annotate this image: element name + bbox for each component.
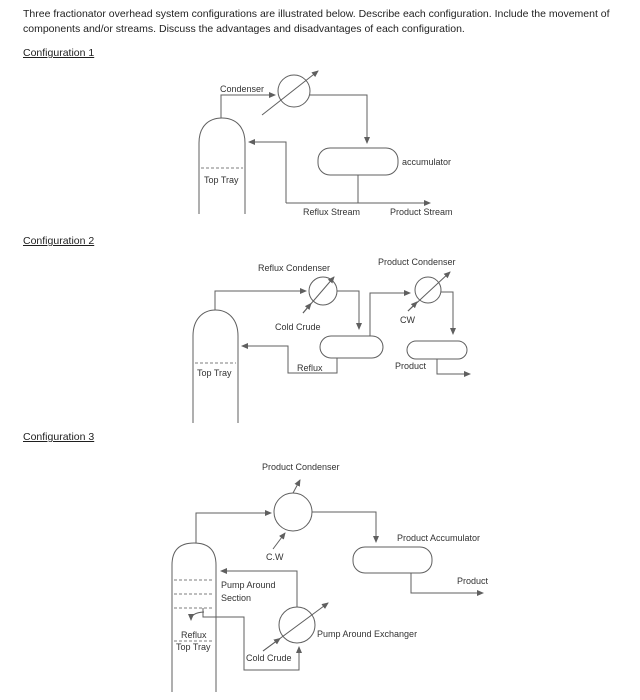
drum-vapor-to-product-condenser-line	[369, 290, 411, 336]
cold-crude-label: Cold Crude	[275, 322, 321, 332]
overhead-vapor-line	[214, 288, 307, 310]
fractionator-column	[171, 542, 217, 692]
config3-diagram: Pump Around Section Reflux Top Tray Prod…	[171, 462, 489, 692]
condenser-symbol	[277, 74, 311, 108]
pump-around-exchanger-symbol	[278, 606, 316, 644]
product-out-line	[436, 359, 471, 377]
reflux-label: Reflux	[297, 363, 323, 373]
config2-diagram: Top Tray Reflux Condenser Cold Crude Pro…	[192, 257, 471, 423]
reflux-label: Reflux	[181, 630, 207, 640]
pump-around-return-line	[220, 568, 298, 607]
product-label: Product	[395, 361, 427, 371]
reflux-condenser-label: Reflux Condenser	[258, 263, 330, 273]
product-accumulator-label: Product Accumulator	[397, 533, 480, 543]
reflux-stream-label: Reflux Stream	[303, 207, 360, 217]
question-text-line1: Three fractionator overhead system confi…	[23, 8, 610, 20]
fractionator-column	[192, 309, 239, 423]
cold-crude-inlet-arrow	[302, 302, 312, 314]
product-condenser-label: Product Condenser	[262, 462, 340, 472]
condenser-coolant-diagonal	[261, 70, 319, 116]
reflux-return-line	[241, 343, 338, 374]
cold-crude-inlet-arrow	[262, 637, 281, 652]
config1-diagram: Top Tray Condenser accumulator Reflux St…	[198, 70, 453, 217]
product-condenser-symbol	[414, 276, 442, 304]
pump-around-section-label-line1: Pump Around	[221, 580, 276, 590]
product-drum-vessel	[406, 340, 468, 360]
question-text: Three fractionator overhead system confi…	[23, 7, 627, 37]
reflux-drum-vessel	[319, 335, 384, 359]
configuration-2-heading: Configuration 2	[23, 235, 95, 247]
accumulator-vessel	[317, 147, 399, 176]
condenser-label: Condenser	[220, 84, 264, 94]
accumulator-label: accumulator	[402, 157, 451, 167]
top-tray-label: Top Tray	[176, 642, 211, 652]
product-stream-label: Product Stream	[390, 207, 453, 217]
product-condenser-symbol	[273, 492, 313, 532]
product-label: Product	[457, 576, 489, 586]
fractionator-column	[198, 117, 246, 214]
cw-inlet-arrow	[407, 301, 418, 312]
cw-label: CW	[400, 315, 415, 325]
reflux-return-line	[248, 139, 287, 203]
condenser-to-reflux-drum-line	[337, 290, 362, 330]
cold-crude-label: Cold Crude	[246, 653, 292, 663]
drawoff-tray-line	[202, 608, 216, 618]
configuration-3-heading: Configuration 3	[23, 431, 95, 443]
product-accumulator-vessel	[352, 546, 433, 574]
top-tray-label: Top Tray	[197, 368, 232, 378]
overhead-vapor-line	[195, 510, 272, 543]
question-text-line2: components and/or streams. Discuss the a…	[23, 23, 465, 35]
configuration-1-heading: Configuration 1	[23, 47, 95, 59]
condenser-to-product-drum-line	[441, 291, 456, 335]
condenser-to-accumulator-line	[310, 94, 370, 144]
pump-around-draw-line	[216, 616, 302, 671]
internal-reflux-curved-arrow	[188, 611, 205, 621]
product-condenser-label: Product Condenser	[378, 257, 456, 267]
pump-around-exchanger-label: Pump Around Exchanger	[317, 629, 417, 639]
pump-around-section-label-line2: Section	[221, 593, 251, 603]
cw-inlet-arrow	[272, 532, 286, 550]
condenser-to-accumulator-line	[312, 511, 379, 543]
overhead-vapor-line	[220, 92, 276, 118]
cw-outlet-arrow	[292, 479, 301, 494]
top-tray-label: Top Tray	[204, 175, 239, 185]
cw-label: C.W	[266, 552, 284, 562]
product-out-line	[410, 573, 484, 596]
